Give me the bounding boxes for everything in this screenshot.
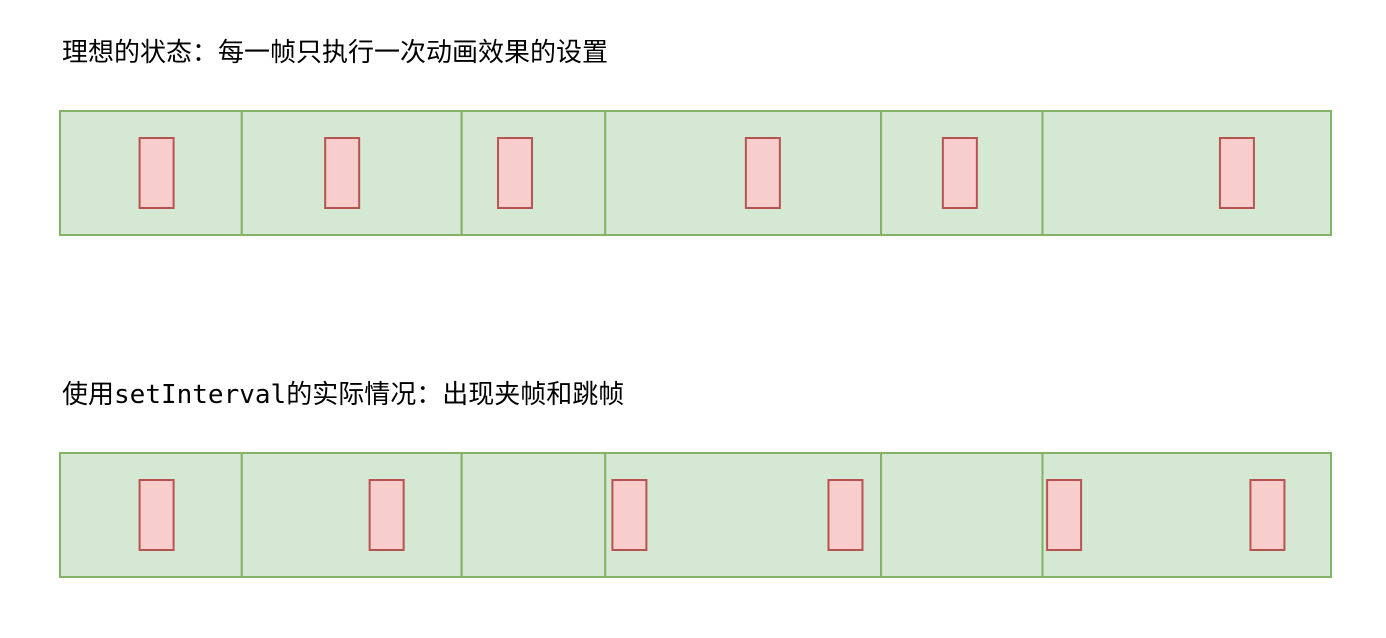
animation-marker-5 xyxy=(1046,479,1083,551)
animation-marker-6 xyxy=(1218,137,1255,209)
animation-marker-1 xyxy=(138,479,175,551)
frame-cell-6 xyxy=(1041,452,1333,578)
frame-cell-6 xyxy=(1041,110,1333,236)
frame-cell-5 xyxy=(880,452,1044,578)
frame-cell-2 xyxy=(240,452,463,578)
actual-heading-suffix: 的实际情况：出现夹帧和跳帧 xyxy=(286,380,625,410)
animation-marker-3 xyxy=(611,479,648,551)
setinterval-frame-timeline xyxy=(59,452,1333,578)
animation-marker-5 xyxy=(941,137,978,209)
animation-marker-1 xyxy=(138,137,175,209)
frame-cell-3 xyxy=(460,452,607,578)
frame-cell-3 xyxy=(460,110,607,236)
ideal-frame-timeline xyxy=(59,110,1333,236)
animation-marker-2 xyxy=(324,137,361,209)
setinterval-state-heading: 使用setInterval的实际情况：出现夹帧和跳帧 xyxy=(62,379,624,411)
frame-cell-4 xyxy=(604,110,883,236)
actual-heading-prefix: 使用 xyxy=(62,380,115,410)
animation-marker-4 xyxy=(744,137,781,209)
frame-cell-4 xyxy=(604,452,883,578)
actual-heading-code: setInterval xyxy=(114,380,287,410)
animation-marker-3 xyxy=(497,137,534,209)
ideal-state-heading: 理想的状态：每一帧只执行一次动画效果的设置 xyxy=(62,37,608,69)
animation-marker-4 xyxy=(827,479,864,551)
animation-marker-6 xyxy=(1249,479,1286,551)
frame-cell-5 xyxy=(880,110,1044,236)
animation-marker-2 xyxy=(368,479,405,551)
ideal-heading-prefix: 理想的状态：每一帧只执行一次动画效果的设置 xyxy=(62,38,609,68)
